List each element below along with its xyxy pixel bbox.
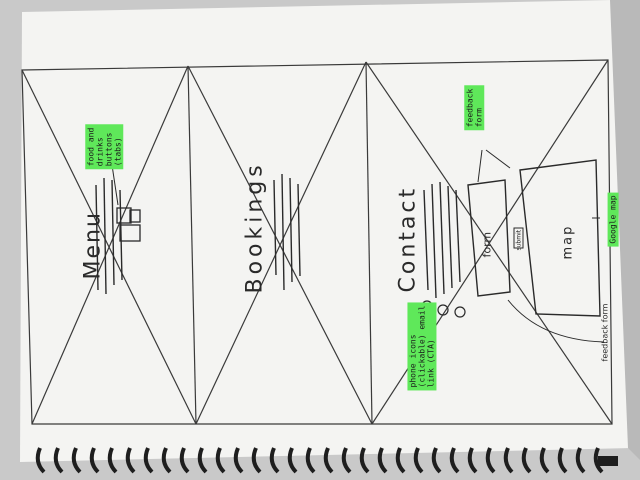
spiral-binding xyxy=(35,447,604,474)
map-label: map xyxy=(560,224,576,260)
feedback-form-line-2: form xyxy=(474,108,484,128)
menu-tab-buttons xyxy=(116,207,141,242)
menu-note-line-4: (tabs) xyxy=(113,137,123,167)
submit-label: submit xyxy=(515,229,523,251)
form-label: form xyxy=(480,231,494,258)
menu-text-lines xyxy=(95,177,123,295)
submit-button-outline xyxy=(513,227,524,249)
phone-icons-line-2: (clickable) email xyxy=(417,305,427,388)
google-map-highlight: Google map xyxy=(607,192,619,247)
bookings-text-lines xyxy=(273,173,301,291)
phone-icons-line-3: link (CTA) xyxy=(426,339,436,388)
paper-sheet xyxy=(20,0,632,462)
contact-text-lines xyxy=(423,181,461,299)
paper-shadow xyxy=(610,0,640,460)
menu-note-line-2: drinks xyxy=(95,137,105,167)
menu-note-line-3: buttons xyxy=(104,132,114,167)
feedback-form-highlight: feedback form xyxy=(464,85,485,131)
menu-label: Menu xyxy=(80,211,106,280)
contact-label: Contact xyxy=(395,185,421,293)
feedback-form-line-1: feedback xyxy=(465,88,475,128)
wireframe xyxy=(21,59,613,425)
phone-icons-highlight: phone icons (clickable) email link (CTA) xyxy=(407,302,437,391)
map-box xyxy=(519,159,601,317)
spiral-end-clip xyxy=(598,456,618,466)
feedback-form-arrow-label: feedback form xyxy=(600,303,610,362)
menu-note-arrow xyxy=(111,164,119,206)
bookings-label: Bookings xyxy=(242,161,268,294)
form-box xyxy=(467,179,511,297)
phone-icons-line-1: phone icons xyxy=(408,334,418,388)
menu-note-highlight: food and drinks buttons (tabs) xyxy=(85,124,124,170)
menu-note-line-1: food and xyxy=(86,127,96,167)
